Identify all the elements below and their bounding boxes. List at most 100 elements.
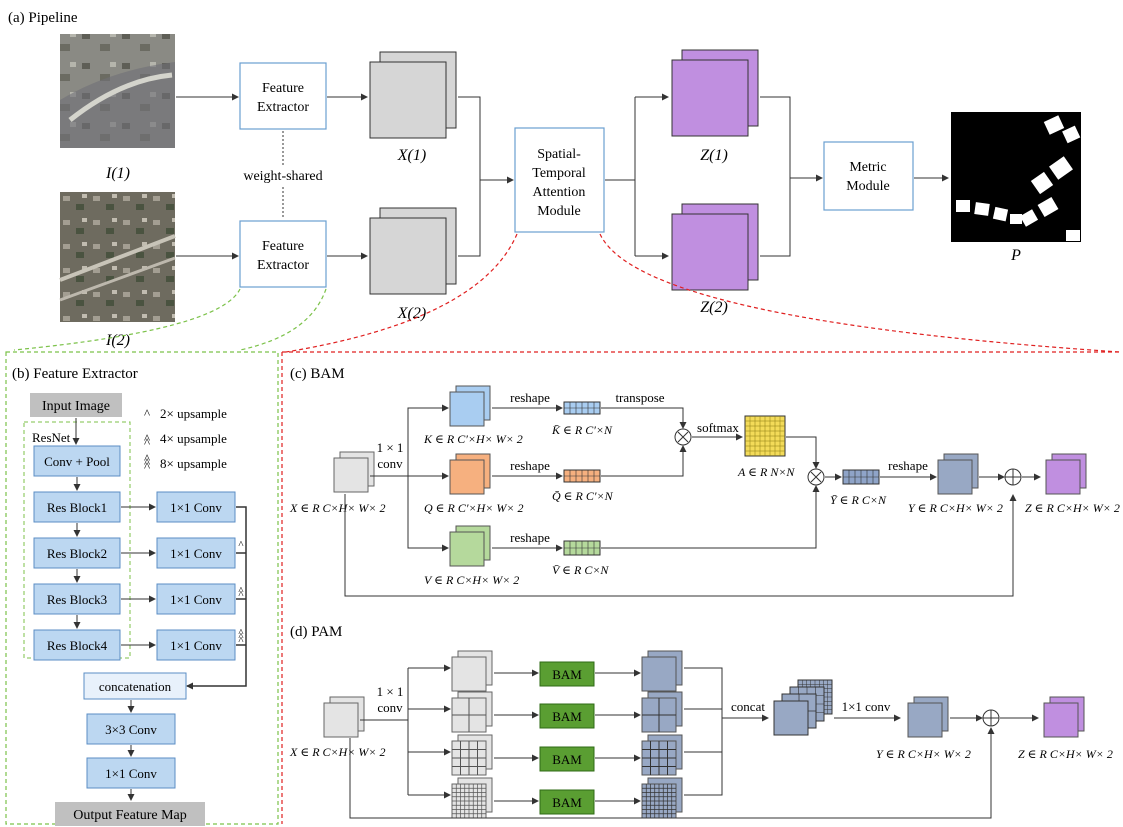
conv1x1-final-label: 1×1 Conv bbox=[105, 766, 157, 781]
pam-scale8-output bbox=[641, 777, 683, 819]
fe-title: (b) Feature Extractor bbox=[12, 366, 138, 382]
pam-residual-line bbox=[349, 727, 995, 819]
conv1x1-1-label: 1×1 Conv bbox=[170, 500, 222, 515]
pam-bam-box-2 bbox=[539, 703, 595, 729]
pam-bam-label-3: BAM bbox=[552, 752, 582, 767]
bam-x-stack bbox=[333, 451, 375, 493]
res-block4 bbox=[33, 629, 121, 661]
i1-label: I(1) bbox=[105, 165, 130, 182]
i2-label: I(2) bbox=[105, 332, 130, 349]
pipeline-title: (a) Pipeline bbox=[8, 10, 78, 26]
pam-bam-box-3 bbox=[539, 746, 595, 772]
pam-bam-box-1 bbox=[539, 661, 595, 687]
red-zoom-curve bbox=[285, 233, 1121, 353]
bam-x-label: X ∈ R C×H× W× 2 bbox=[289, 501, 386, 515]
metric-line2: Module bbox=[846, 179, 890, 194]
softmax-label: softmax bbox=[697, 420, 739, 435]
conv-pool-label: Conv + Pool bbox=[44, 454, 110, 469]
output-feature-map-label: Output Feature Map bbox=[73, 808, 187, 823]
upsample-4x-mark: ^ bbox=[238, 585, 244, 597]
bam-section: (c) BAM X ∈ R C×H× W× 2 1 × 1 conv K ∈ R… bbox=[281, 351, 1120, 824]
k-feature-stack bbox=[449, 385, 491, 427]
svg-text:^: ^ bbox=[238, 631, 244, 643]
feature-extractor-section: (b) Feature Extractor Input Image ResNet… bbox=[5, 351, 279, 826]
pam-bam-label-4: BAM bbox=[552, 795, 582, 810]
legend-2x-icon: ^ bbox=[144, 406, 150, 421]
pam-y-label: Y ∈ R C×H× W× 2 bbox=[876, 747, 971, 761]
kbar-matrix bbox=[563, 401, 601, 415]
z1-feature-stack bbox=[671, 49, 759, 137]
z1-label: Z(1) bbox=[700, 147, 728, 164]
legend-8x-label: 8× upsample bbox=[160, 456, 227, 471]
output-feature-map-box bbox=[55, 802, 205, 826]
res-block1 bbox=[33, 491, 121, 523]
input-image-2 bbox=[59, 192, 176, 322]
metric-module-box bbox=[823, 141, 914, 211]
stam-line3: Attention bbox=[533, 185, 586, 200]
pam-conv-line1: 1 × 1 bbox=[377, 684, 404, 699]
pam-y-stack bbox=[907, 696, 949, 738]
kbar-label: K̄ ∈ R C′×N bbox=[551, 423, 613, 437]
pam-title: (d) PAM bbox=[290, 624, 342, 640]
matmul-1-icon bbox=[674, 428, 692, 446]
p-label: P bbox=[1010, 247, 1021, 264]
conv1x1-block2 bbox=[156, 537, 236, 569]
bam-residual-line bbox=[344, 494, 1017, 597]
svg-text:^: ^ bbox=[144, 459, 150, 474]
z2-feature-stack bbox=[671, 203, 759, 291]
arrow-stam-z bbox=[605, 97, 636, 181]
attention-matrix-a bbox=[744, 415, 786, 457]
res-block2 bbox=[33, 537, 121, 569]
bam-y-stack bbox=[937, 453, 979, 495]
ybar-matrix bbox=[842, 469, 880, 485]
pam-bam-label-2: BAM bbox=[552, 709, 582, 724]
pam-scale1-input bbox=[451, 650, 493, 692]
pam-conv1x1-label: 1×1 conv bbox=[842, 699, 891, 714]
fe-top-line1: Feature bbox=[262, 81, 304, 96]
q-feature-stack bbox=[449, 453, 491, 495]
bam-conv-line1: 1 × 1 bbox=[377, 440, 404, 455]
res-block4-label: Res Block4 bbox=[47, 638, 108, 653]
qbar-label: Q̄ ∈ R C′×N bbox=[552, 489, 614, 503]
z2-label: Z(2) bbox=[700, 299, 728, 316]
reshape-q-label: reshape bbox=[510, 458, 550, 473]
x1-feature-stack bbox=[369, 51, 457, 139]
fe-dashed-border bbox=[5, 351, 279, 825]
reshape-k-label: reshape bbox=[510, 390, 550, 405]
fe-top-line2: Extractor bbox=[257, 100, 309, 115]
weight-shared-label: weight-shared bbox=[243, 169, 322, 184]
conv1x1-4-label: 1×1 Conv bbox=[170, 638, 222, 653]
stam-line2: Temporal bbox=[532, 166, 586, 181]
concat-feature-stack bbox=[773, 679, 833, 736]
legend-4x-icon: ^ bbox=[144, 431, 150, 446]
green-zoom-curve bbox=[13, 288, 327, 351]
conv3x3-box bbox=[86, 713, 176, 745]
conv1x1-2-label: 1×1 Conv bbox=[170, 546, 222, 561]
reshape-y-label: reshape bbox=[888, 458, 928, 473]
arrow-x-stam bbox=[458, 96, 481, 257]
conv-pool-box bbox=[33, 445, 121, 477]
qbar-matrix bbox=[563, 469, 601, 483]
svg-text:^: ^ bbox=[238, 635, 244, 647]
conv1x1-3-label: 1×1 Conv bbox=[170, 592, 222, 607]
pam-x-label: X ∈ R C×H× W× 2 bbox=[289, 745, 386, 759]
res-block3 bbox=[33, 583, 121, 615]
add-icon-pam bbox=[982, 709, 1000, 727]
fe-bot-line2: Extractor bbox=[257, 258, 309, 273]
pam-bam-box-4 bbox=[539, 789, 595, 815]
add-icon-bam bbox=[1004, 468, 1022, 486]
conv1x1-block1 bbox=[156, 491, 236, 523]
upsample-2x-mark: ^ bbox=[238, 539, 244, 551]
concatenation-box bbox=[83, 672, 187, 700]
fe-bot-line1: Feature bbox=[262, 239, 304, 254]
pam-section: (d) PAM X ∈ R C×H× W× 2 1 × 1 conv bbox=[289, 624, 1113, 819]
pam-scale1-output bbox=[641, 650, 683, 692]
metric-line1: Metric bbox=[849, 160, 886, 175]
input-image-box bbox=[30, 393, 122, 417]
transpose-label: transpose bbox=[615, 390, 664, 405]
feature-extractor-top bbox=[239, 62, 327, 130]
a-label: A ∈ R N×N bbox=[737, 465, 795, 479]
pam-z-label: Z ∈ R C×H× W× 2 bbox=[1018, 747, 1113, 761]
vbar-matrix bbox=[563, 540, 601, 556]
